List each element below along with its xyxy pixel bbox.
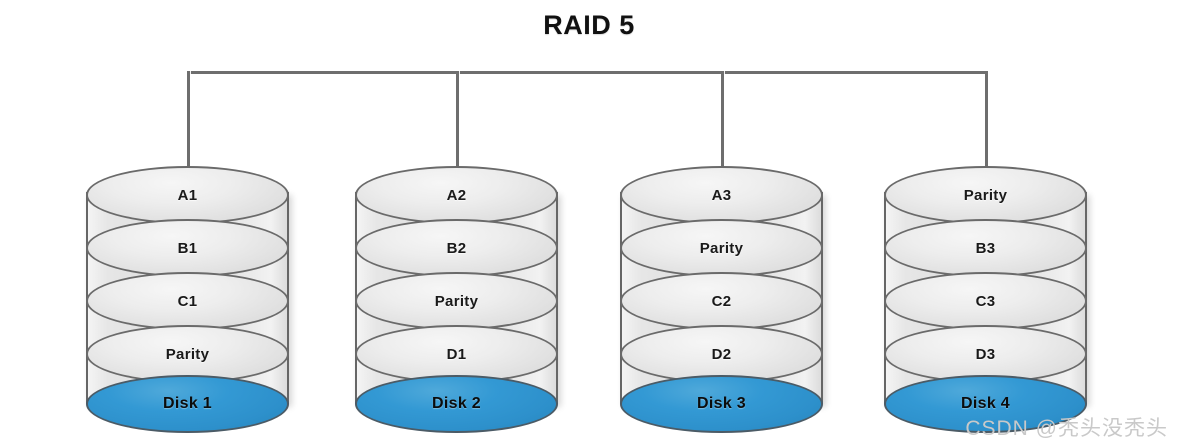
bus-drop-line-disk-1 xyxy=(187,71,190,175)
band-label: D1 xyxy=(446,345,467,363)
data-band-c2[interactable]: C2 xyxy=(620,272,823,330)
band-label: A1 xyxy=(177,186,198,204)
band-label: C2 xyxy=(711,292,732,310)
band-ellipse xyxy=(620,219,823,277)
band-label: Parity xyxy=(699,239,744,257)
band-label: A2 xyxy=(446,186,467,204)
bus-drop-line-disk-2 xyxy=(456,71,459,175)
page-title: RAID 5 xyxy=(543,10,635,40)
band-label: D3 xyxy=(975,345,996,363)
band-ellipse xyxy=(884,166,1087,224)
data-band-c1[interactable]: C1 xyxy=(86,272,289,330)
disk-base-ellipse xyxy=(86,375,289,433)
data-band-a3[interactable]: A3 xyxy=(620,166,823,224)
band-label: B3 xyxy=(975,239,996,257)
band-ellipse xyxy=(884,219,1087,277)
disk-cylinder-2[interactable]: A2 B2 Parity D1 Disk 2 xyxy=(355,166,558,436)
band-label: C1 xyxy=(177,292,198,310)
data-band-c3[interactable]: C3 xyxy=(884,272,1087,330)
disk-base-ellipse xyxy=(355,375,558,433)
band-ellipse xyxy=(86,166,289,224)
band-label: D2 xyxy=(711,345,732,363)
disk-cylinder-1[interactable]: A1 B1 C1 Parity Disk 1 xyxy=(86,166,289,436)
disk-name-label: Disk 3 xyxy=(697,395,746,412)
disk-label-band-3[interactable]: Disk 3 xyxy=(620,375,823,433)
data-band-parity-1[interactable]: Parity xyxy=(86,325,289,383)
band-label: Parity xyxy=(963,186,1008,204)
disk-base-ellipse xyxy=(620,375,823,433)
data-band-a1[interactable]: A1 xyxy=(86,166,289,224)
data-band-a2[interactable]: A2 xyxy=(355,166,558,224)
disk-cylinder-4[interactable]: Parity B3 C3 D3 Disk 4 xyxy=(884,166,1087,436)
band-ellipse xyxy=(86,219,289,277)
bus-drop-line-disk-4 xyxy=(985,71,988,175)
data-band-parity-2[interactable]: Parity xyxy=(355,272,558,330)
band-ellipse xyxy=(620,166,823,224)
disk-base-ellipse xyxy=(884,375,1087,433)
disk-label-band-1[interactable]: Disk 1 xyxy=(86,375,289,433)
band-label: Parity xyxy=(434,292,479,310)
disk-name-label: Disk 2 xyxy=(432,395,481,412)
band-label: C3 xyxy=(975,292,996,310)
bus-drop-line-disk-3 xyxy=(721,71,724,175)
disk-cylinder-3[interactable]: A3 Parity C2 D2 Disk 3 xyxy=(620,166,823,436)
band-ellipse xyxy=(884,272,1087,330)
csdn-watermark: CSDN @秃头没秃头 xyxy=(965,417,1168,440)
disk-name-label: Disk 4 xyxy=(961,395,1010,412)
data-band-b3[interactable]: B3 xyxy=(884,219,1087,277)
band-label: Parity xyxy=(165,345,210,363)
disk-label-band-4[interactable]: Disk 4 xyxy=(884,375,1087,433)
band-label: B1 xyxy=(177,239,198,257)
data-band-parity-3[interactable]: Parity xyxy=(620,219,823,277)
disk-label-band-2[interactable]: Disk 2 xyxy=(355,375,558,433)
data-band-b2[interactable]: B2 xyxy=(355,219,558,277)
band-label: A3 xyxy=(711,186,732,204)
band-label: B2 xyxy=(446,239,467,257)
disk-name-label: Disk 1 xyxy=(163,395,212,412)
data-band-b1[interactable]: B1 xyxy=(86,219,289,277)
bus-horizontal-line xyxy=(187,71,986,74)
data-band-parity-4[interactable]: Parity xyxy=(884,166,1087,224)
